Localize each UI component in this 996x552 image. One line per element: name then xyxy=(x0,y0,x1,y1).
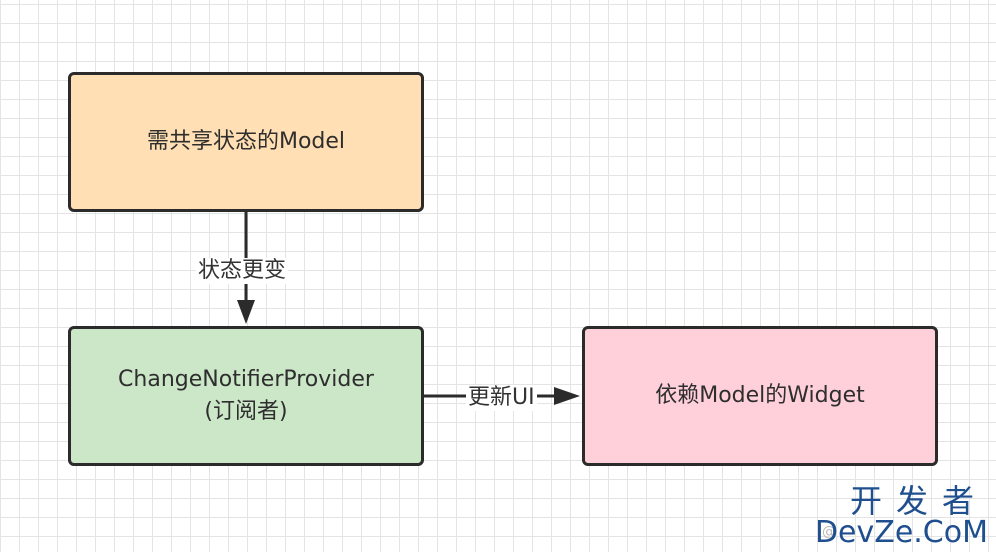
node-shared-state-model: 需共享状态的Model xyxy=(68,72,424,212)
edge-label-update-ui: 更新UI xyxy=(466,385,537,412)
node-model-label: 需共享状态的Model xyxy=(146,129,346,155)
arrowhead-down xyxy=(237,300,255,324)
node-provider-sublabel: (订阅者) xyxy=(204,399,288,424)
watermark-bottom-text: DevZe.CoM xyxy=(814,514,988,550)
arrowhead-right xyxy=(554,387,580,405)
node-change-notifier-provider: ChangeNotifierProvider (订阅者) xyxy=(68,326,424,466)
node-dependent-widget: 依赖Model的Widget xyxy=(582,326,938,466)
node-widget-label: 依赖Model的Widget xyxy=(655,383,865,409)
watermark-top-text: 开发者 xyxy=(849,481,988,520)
watermark-faint-text: @ xyxy=(822,524,836,540)
edge-label-state-change: 状态更变 xyxy=(196,258,289,285)
node-provider-label: ChangeNotifierProvider xyxy=(118,367,374,393)
watermark-logo: 开发者 DevZe.CoM xyxy=(815,485,988,549)
